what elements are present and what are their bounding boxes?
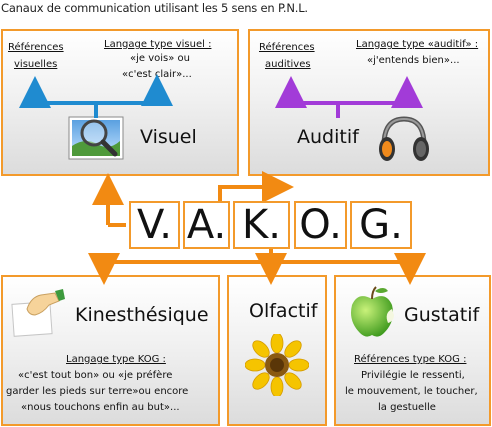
kinesthesique-line-1: «c'est tout bon» ou «je préfère: [18, 370, 173, 381]
auditif-langage-line-1: «j'entends bien»...: [367, 55, 460, 66]
apple-icon: [351, 286, 394, 337]
auditif-references-label-2: auditives: [265, 59, 311, 70]
vakog-cell-a: A.: [183, 201, 230, 249]
auditif-label: Auditif: [297, 126, 359, 148]
vakog-connectors: [88, 171, 426, 285]
gustatif-line-1: Privilégie le ressenti,: [361, 370, 465, 381]
vakog-cell-o: O.: [294, 201, 347, 249]
kinesthesique-line-3: «nous touchons enfin au but»...: [21, 402, 180, 413]
vakog-cell-g: G.: [350, 201, 412, 249]
gustatif-box: Gustatif Références type KOG : Privilégi…: [334, 275, 491, 426]
vakog-cell-v: V.: [129, 201, 180, 249]
gustatif-line-3: la gestuelle: [378, 402, 436, 413]
gustatif-line-2: le mouvement, le toucher,: [345, 386, 478, 397]
auditif-arrows: [275, 76, 423, 118]
visuel-arrows: [19, 74, 173, 118]
olfactif-label: Olfactif: [249, 300, 318, 322]
visuel-label: Visuel: [140, 126, 197, 148]
visuel-langage-line-1: «je vois» ou: [130, 53, 191, 64]
sunflower-icon: [245, 334, 309, 396]
vakog-cell-k: K.: [233, 201, 290, 249]
gustatif-label: Gustatif: [404, 304, 480, 326]
headphones-icon: [379, 116, 429, 161]
visuel-references-label-2: visuelles: [14, 59, 58, 70]
kinesthesique-label: Kinesthésique: [75, 304, 209, 326]
auditif-references-label-1: Références: [259, 42, 315, 53]
kinesthesique-langage-title: Langage type KOG :: [66, 354, 166, 365]
gustatif-references-title: Références type KOG :: [354, 354, 467, 365]
visuel-references-label-1: Références: [8, 42, 64, 53]
magnifier-photo-icon: [68, 116, 124, 160]
kinesthesique-box: Kinesthésique Langage type KOG : «c'est …: [1, 275, 220, 426]
hand-paper-icon: [11, 289, 65, 337]
kinesthesique-line-2: garder les pieds sur terre»ou encore: [6, 386, 189, 397]
auditif-langage-title: Langage type «auditif» :: [356, 39, 479, 50]
olfactif-box: Olfactif: [227, 275, 327, 426]
diagram-title: Canaux de communication utilisant les 5 …: [1, 1, 308, 15]
visuel-langage-title: Langage type visuel :: [104, 39, 212, 50]
